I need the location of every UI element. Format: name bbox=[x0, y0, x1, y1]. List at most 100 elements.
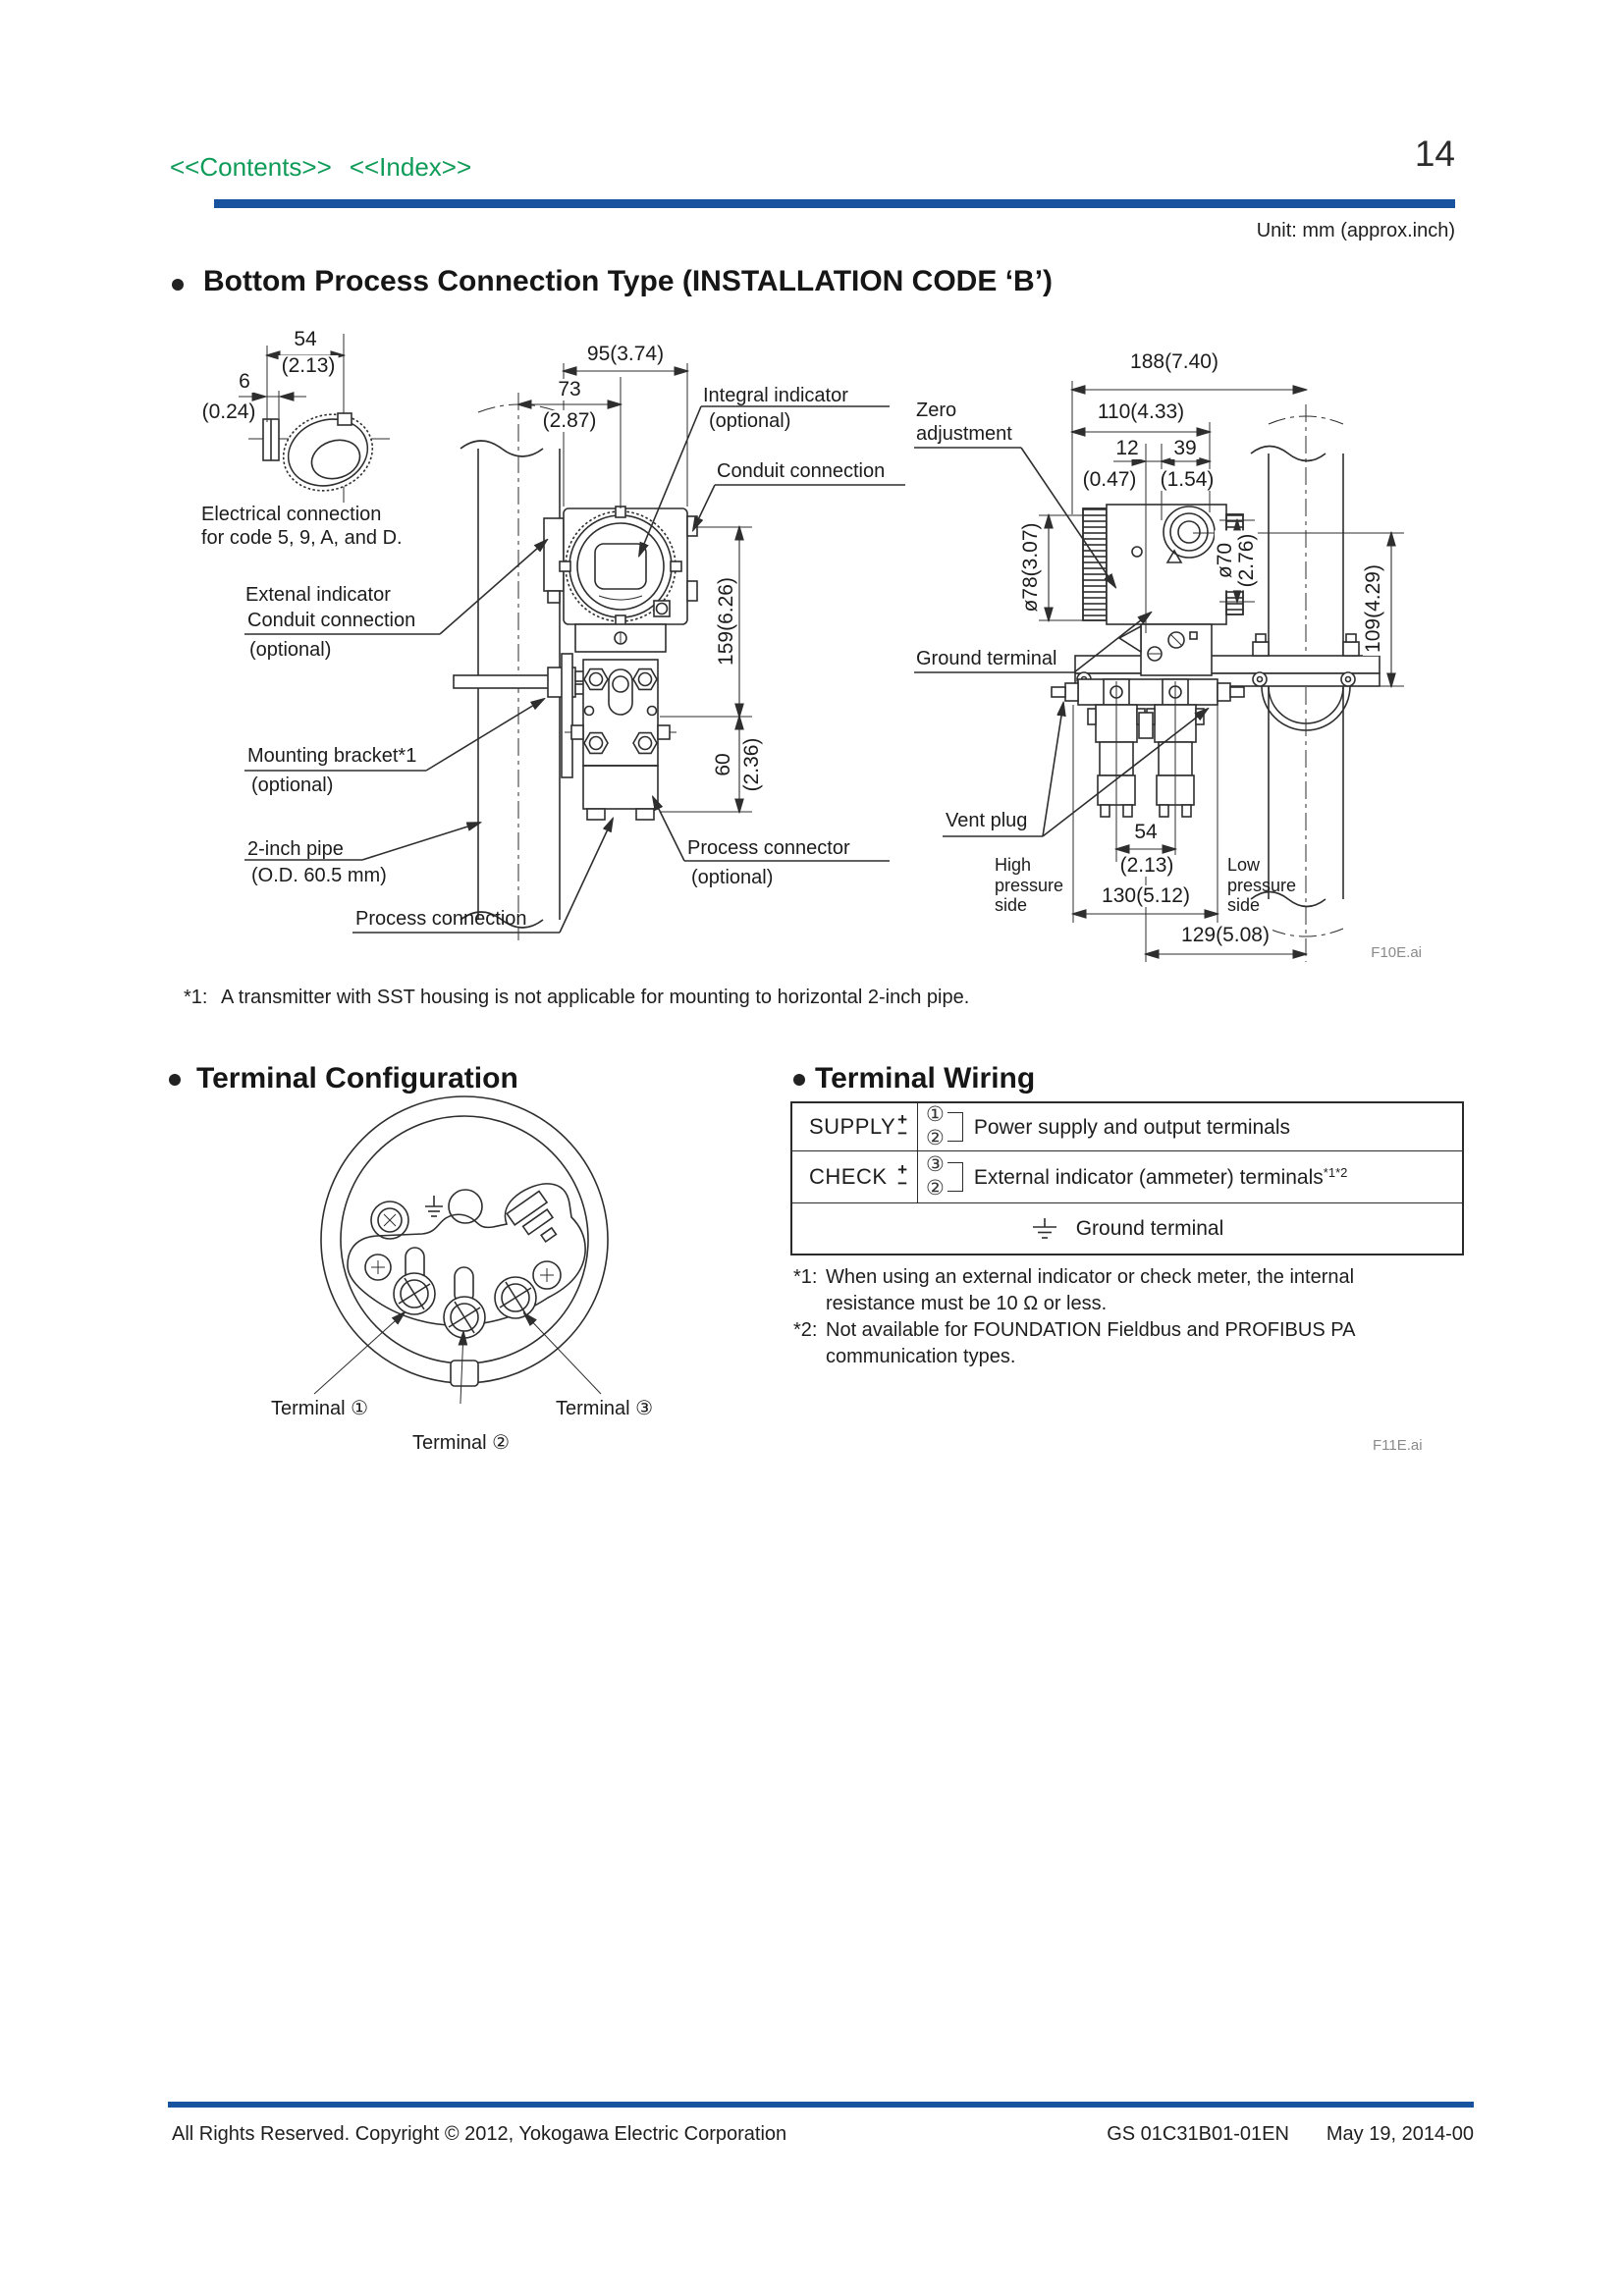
dimensional-drawing bbox=[239, 334, 1404, 962]
supply-minus: − bbox=[897, 1124, 907, 1143]
dim-60: 60 bbox=[712, 750, 735, 779]
unit-note: Unit: mm (approx.inch) bbox=[1256, 220, 1455, 241]
supply-description: Power supply and output terminals bbox=[973, 1115, 1291, 1139]
label-zero-adjustment: Zero adjustment bbox=[916, 400, 1012, 446]
dim-73: 73 bbox=[555, 378, 584, 401]
label-process-connector: Process connector bbox=[687, 837, 850, 859]
supply-plus: + bbox=[897, 1109, 907, 1129]
dim-dia70: ø70 (2.76) bbox=[1214, 530, 1259, 591]
label-conduit-connection: Conduit connection bbox=[717, 460, 886, 482]
dim-109: 109(4.29) bbox=[1362, 561, 1385, 656]
dim-6-inch: (0.24) bbox=[198, 400, 259, 424]
section-bullet bbox=[172, 279, 184, 291]
dim-39: 39 bbox=[1170, 437, 1200, 460]
terminal-pair-bracket bbox=[947, 1162, 963, 1192]
table-row-supply: SUPPLY + − ① ② Power supply and output t… bbox=[792, 1103, 1462, 1151]
footer-doc-number: GS 01C31B01-01EN bbox=[1107, 2123, 1289, 2145]
dim-60-inch: (2.36) bbox=[740, 734, 764, 795]
terminal-pair-bracket bbox=[947, 1112, 963, 1142]
terminal-number-1-icon: ① bbox=[926, 1103, 945, 1127]
terminal-number-3-icon: ③ bbox=[926, 1153, 945, 1177]
check-plus: + bbox=[897, 1159, 907, 1179]
front-view-leader-lines bbox=[244, 405, 905, 934]
terminal-wiring-table: SUPPLY + − ① ② Power supply and output t… bbox=[790, 1101, 1464, 1255]
dim-110: 110(4.33) bbox=[1094, 400, 1188, 424]
check-description-superscript: *1*2 bbox=[1323, 1164, 1348, 1180]
label-external-indicator-optional: (optional) bbox=[249, 639, 332, 661]
dim-12: 12 bbox=[1112, 437, 1142, 460]
dim-73-inch: (2.87) bbox=[539, 409, 600, 433]
table-row-check: CHECK + − ③ ② External indicator (ammete… bbox=[792, 1151, 1462, 1203]
footnote-text: A transmitter with SST housing is not ap… bbox=[221, 987, 970, 1008]
side-view-process-flange bbox=[1051, 678, 1245, 818]
note-1: *1: When using an external indicator or … bbox=[793, 1266, 1355, 1314]
label-mounting-bracket-optional: (optional) bbox=[251, 774, 334, 796]
dim-54b: 54 bbox=[1131, 821, 1161, 844]
label-vent-plug: Vent plug bbox=[946, 810, 1028, 831]
figure-id-f11e: F11E.ai bbox=[1373, 1437, 1423, 1454]
index-link[interactable]: <<Index>> bbox=[349, 152, 472, 182]
supply-label: SUPPLY bbox=[809, 1114, 896, 1139]
footer-rule bbox=[168, 2102, 1474, 2108]
dim-6: 6 bbox=[236, 370, 253, 394]
dim-54-inch: (2.13) bbox=[278, 354, 339, 378]
label-ground-terminal: Ground terminal bbox=[916, 648, 1057, 669]
terminal-number-2-icon: ② bbox=[926, 1127, 945, 1149]
label-external-indicator: Extenal indicator bbox=[245, 584, 391, 606]
terminal-1-screw bbox=[393, 1272, 436, 1315]
check-minus: − bbox=[897, 1174, 907, 1193]
label-low-pressure-side: Low pressure side bbox=[1227, 855, 1297, 916]
page-number: 14 bbox=[1414, 133, 1455, 174]
label-electrical-connection: Electrical connection for code 5, 9, A, … bbox=[201, 504, 403, 550]
section-title: Bottom Process Connection Type (INSTALLA… bbox=[203, 265, 1054, 297]
side-view-leader-lines bbox=[914, 447, 1208, 837]
dim-54b-inch: (2.13) bbox=[1116, 854, 1177, 878]
footnote-marker: *1: bbox=[184, 987, 208, 1008]
header-rule bbox=[214, 199, 1455, 208]
contents-link[interactable]: <<Contents>> bbox=[170, 152, 332, 182]
dim-39-inch: (1.54) bbox=[1157, 468, 1218, 492]
front-view-transmitter bbox=[453, 506, 698, 821]
terminal-wiring-notes: *1: When using an external indicator or … bbox=[793, 1264, 1454, 1370]
footer-doc-info: GS 01C31B01-01EN May 19, 2014-00 bbox=[1107, 2123, 1474, 2146]
label-terminal-2: Terminal ② bbox=[412, 1432, 511, 1454]
check-description: External indicator (ammeter) terminals bbox=[973, 1165, 1324, 1189]
ground-symbol-icon bbox=[425, 1196, 443, 1217]
terminal-configuration-drawing bbox=[313, 1095, 609, 1404]
footer-copyright: All Rights Reserved. Copyright © 2012, Y… bbox=[172, 2123, 787, 2145]
front-view-pipe bbox=[460, 393, 561, 940]
terminal-wiring-title: Terminal Wiring bbox=[815, 1062, 1036, 1095]
label-2-inch-pipe: 2-inch pipe bbox=[247, 838, 344, 860]
ground-symbol-icon bbox=[1032, 1217, 1056, 1239]
label-external-indicator-conduit: Conduit connection bbox=[247, 610, 416, 631]
dim-12-inch: (0.47) bbox=[1079, 468, 1140, 492]
figure-footnote: *1: A transmitter with SST housing is no… bbox=[184, 987, 969, 1009]
label-terminal-1: Terminal ① bbox=[271, 1398, 369, 1419]
dim-159: 159(6.26) bbox=[715, 574, 738, 668]
terminal-3-screw bbox=[494, 1276, 537, 1319]
dim-95: 95(3.74) bbox=[583, 343, 668, 366]
dim-130: 130(5.12) bbox=[1099, 884, 1193, 908]
note-2: *2: Not available for FOUNDATION Fieldbu… bbox=[793, 1319, 1356, 1367]
ground-terminal-label: Ground terminal bbox=[1075, 1216, 1224, 1240]
section-bullet bbox=[793, 1074, 805, 1086]
label-terminal-3: Terminal ③ bbox=[556, 1398, 654, 1419]
label-integral-indicator-optional: (optional) bbox=[709, 410, 791, 432]
dim-54: 54 bbox=[291, 328, 320, 351]
footer-date: May 19, 2014-00 bbox=[1326, 2123, 1474, 2145]
terminal-number-2-icon: ② bbox=[926, 1177, 945, 1200]
section-bullet bbox=[169, 1074, 181, 1086]
terminal-2-screw bbox=[443, 1296, 486, 1339]
terminal-configuration-title: Terminal Configuration bbox=[196, 1062, 518, 1095]
dim-dia78: ø78(3.07) bbox=[1019, 519, 1043, 615]
label-high-pressure-side: High pressure side bbox=[995, 855, 1064, 916]
label-process-connector-optional: (optional) bbox=[691, 867, 774, 888]
label-integral-indicator: Integral indicator bbox=[703, 385, 848, 406]
figure-id-f10e: F10E.ai bbox=[1371, 944, 1422, 961]
label-mounting-bracket: Mounting bracket*1 bbox=[247, 745, 417, 767]
dim-129: 129(5.08) bbox=[1178, 924, 1272, 947]
label-pipe-od: (O.D. 60.5 mm) bbox=[251, 865, 387, 886]
label-process-connection: Process connection bbox=[355, 908, 527, 930]
check-label: CHECK bbox=[809, 1164, 888, 1189]
